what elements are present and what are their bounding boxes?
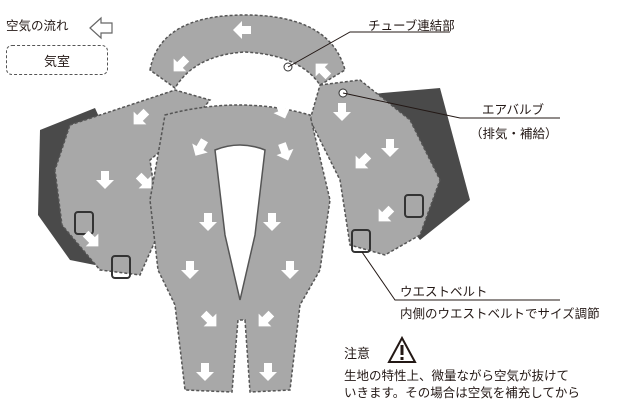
belt-callout-line xyxy=(361,251,560,301)
left-strap-buckle xyxy=(74,211,94,235)
legend-chamber-box: 気室 xyxy=(6,45,108,75)
left-buckle xyxy=(111,255,131,279)
right-strap-buckle xyxy=(404,194,424,218)
right-buckle xyxy=(351,229,371,253)
legend-airflow-label: 空気の流れ xyxy=(6,18,69,33)
right-side-chamber xyxy=(309,79,441,256)
waist-belt-sublabel: 内側のウエストベルトでサイズ調節 xyxy=(400,306,600,321)
legend-chamber-label: 気室 xyxy=(43,54,70,70)
collar-chamber xyxy=(149,14,346,90)
caution-line-1: 生地の特性上、微量ながら空気が抜けて xyxy=(344,368,570,383)
neck-opening xyxy=(214,144,266,301)
tube-callout-line xyxy=(287,31,450,68)
air-valve-label: エアバルブ xyxy=(482,102,545,117)
legend-arrow-icon xyxy=(89,16,113,40)
air-valve-sublabel: （排気・補給） xyxy=(470,126,558,141)
caution-line-2: いきます。その場合は空気を補充してから xyxy=(344,385,580,400)
waist-belt-label: ウエストベルト xyxy=(400,284,488,299)
valve-callout-line xyxy=(342,92,560,119)
tube-connector-label: チューブ連結部 xyxy=(368,18,455,33)
caution-title: 注意 xyxy=(344,347,371,362)
